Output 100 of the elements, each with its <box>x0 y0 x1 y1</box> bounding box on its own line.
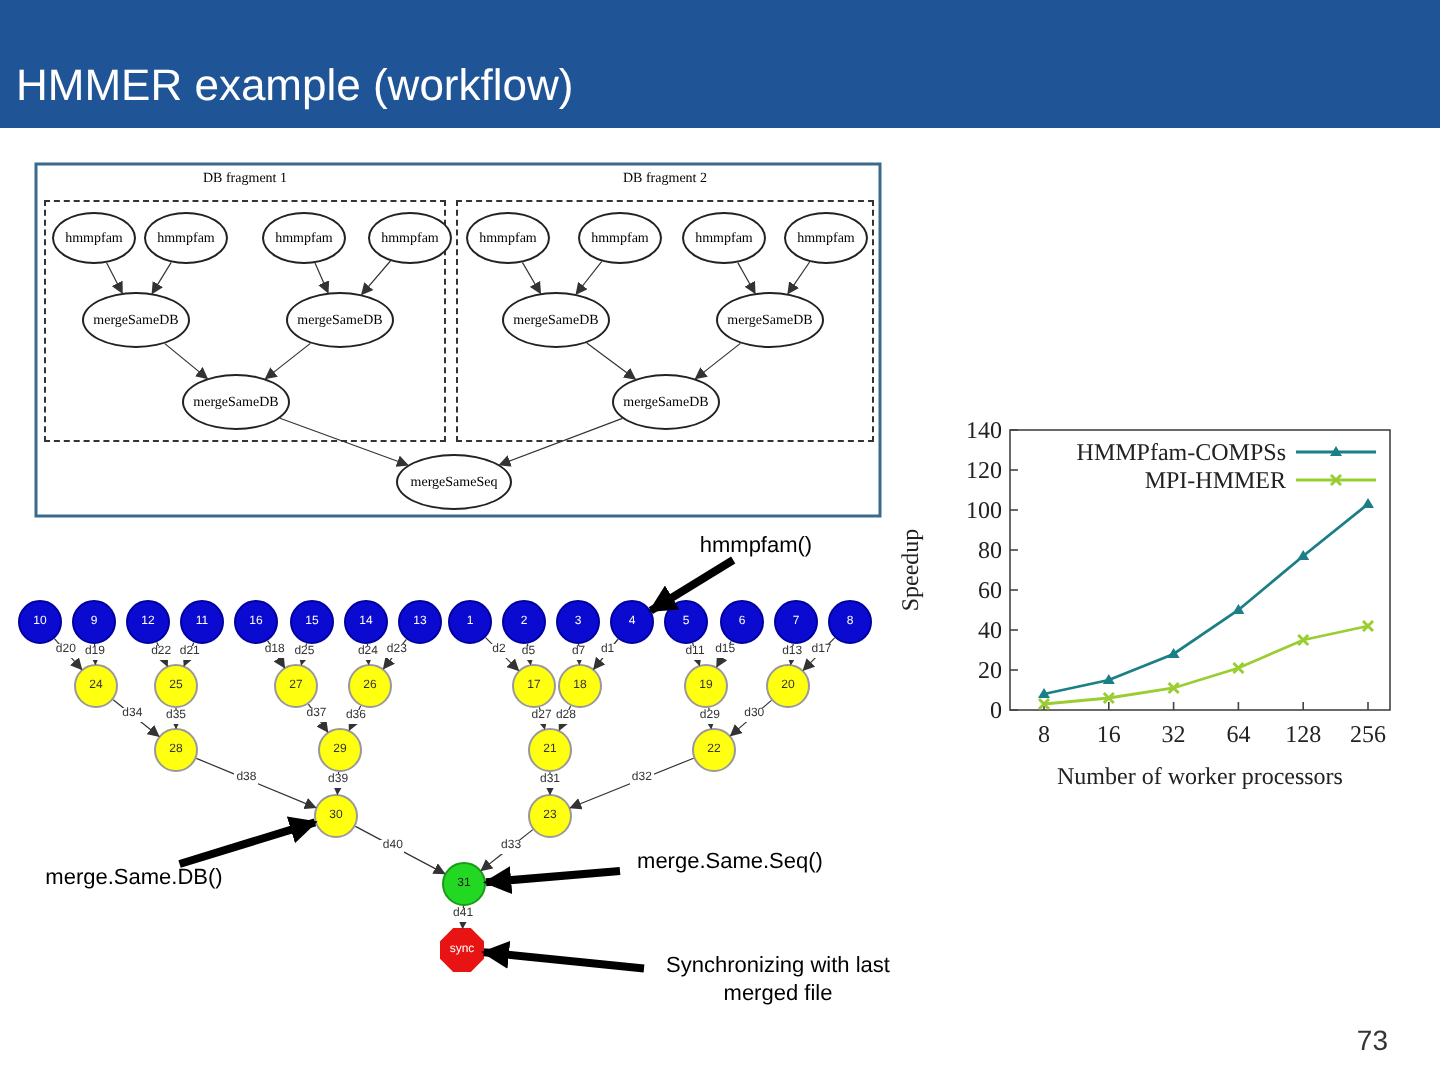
task-ellipse <box>716 292 824 348</box>
tick-label: 20 <box>978 656 1002 684</box>
task-node-circle <box>348 664 392 708</box>
arrow <box>802 637 836 672</box>
page-number: 73 <box>1356 1024 1388 1056</box>
tick-label: 32 <box>1161 720 1186 748</box>
arrow <box>593 638 619 670</box>
task-node-circle <box>154 664 198 708</box>
task-node-circle <box>610 600 654 644</box>
task-node-circle <box>692 728 736 772</box>
arrow <box>195 757 317 810</box>
tick-label: 100 <box>966 496 1002 524</box>
arrow <box>737 262 756 295</box>
task-ellipse <box>144 212 228 264</box>
task-ellipse <box>784 212 868 264</box>
task-ellipse <box>578 212 662 264</box>
arrow <box>569 757 695 810</box>
arrow <box>106 262 123 295</box>
task-node-circle <box>274 664 318 708</box>
task-ellipse <box>262 212 346 264</box>
task-ellipse <box>502 292 610 348</box>
callout-arrow <box>178 816 318 868</box>
task-node-circle <box>528 728 572 772</box>
tick-label: 40 <box>978 616 1002 644</box>
task-node-circle <box>558 664 602 708</box>
task-node-circle <box>442 862 486 906</box>
task-node-circle <box>154 728 198 772</box>
task-node-circle <box>448 600 492 644</box>
arrow <box>586 342 637 380</box>
arrow <box>523 643 535 666</box>
legend-label: HMMPfam-COMPSs <box>1076 438 1286 466</box>
task-node-circle <box>502 600 546 644</box>
arrow <box>279 417 409 467</box>
tick-label: 120 <box>966 456 1002 484</box>
arrow <box>521 261 541 295</box>
arrow <box>716 640 732 668</box>
callout-text: Synchronizing with last merged file <box>644 952 912 1012</box>
arrow <box>164 343 209 380</box>
tick-label: 60 <box>978 576 1002 604</box>
task-node-circle <box>234 600 278 644</box>
task-node-circle <box>290 600 334 644</box>
callout-arrow <box>481 940 645 973</box>
task-node-circle <box>556 600 600 644</box>
tick-label: 80 <box>978 536 1002 564</box>
arrow <box>182 641 195 667</box>
callout-text: merge.Same.Seq() <box>620 848 840 876</box>
task-node-circle <box>766 664 810 708</box>
task-node-circle <box>664 600 708 644</box>
arrow <box>572 643 585 666</box>
task-ellipse <box>52 212 136 264</box>
arrow <box>480 829 534 872</box>
task-node-circle <box>318 728 362 772</box>
slide-title: HMMER example (workflow) <box>16 60 574 112</box>
arrow <box>558 705 572 732</box>
arrow <box>267 640 286 669</box>
axis-title: Number of worker processors <box>1057 762 1343 790</box>
tick-label: 8 <box>1038 720 1050 748</box>
task-ellipse <box>182 374 290 430</box>
arrow <box>156 641 169 667</box>
task-node-circle <box>512 664 556 708</box>
arrow <box>354 825 446 875</box>
arrow <box>151 261 172 295</box>
task-node-circle <box>18 600 62 644</box>
task-node-circle <box>126 600 170 644</box>
task-ellipse <box>82 292 190 348</box>
task-ellipse <box>368 212 452 264</box>
tick-label: 256 <box>1350 720 1386 748</box>
arrow <box>382 638 407 670</box>
tick-label: 0 <box>990 696 1002 724</box>
callout-arrow <box>483 866 621 895</box>
arrow <box>694 342 741 380</box>
task-node-circle <box>74 664 118 708</box>
task-node-circle <box>344 600 388 644</box>
task-node-circle <box>72 600 116 644</box>
tick-label: 64 <box>1226 720 1251 748</box>
task-node-circle <box>528 794 572 838</box>
arrow <box>361 260 391 296</box>
task-ellipse <box>612 374 720 430</box>
task-ellipse <box>396 454 512 510</box>
task-node-circle <box>180 600 224 644</box>
arrow <box>314 262 330 294</box>
task-ellipse <box>682 212 766 264</box>
callout-text: merge.Same.DB() <box>28 864 240 892</box>
task-ellipse <box>466 212 550 264</box>
arrow <box>498 417 623 467</box>
tick-label: 128 <box>1285 720 1322 748</box>
arrow <box>264 342 311 380</box>
legend-label: MPI-HMMER <box>1144 466 1286 494</box>
arrow <box>575 260 603 295</box>
task-node-circle <box>828 600 872 644</box>
task-node-circle <box>684 664 728 708</box>
tick-label: 140 <box>966 416 1002 444</box>
task-node-circle <box>398 600 442 644</box>
tick-label: 16 <box>1096 720 1121 748</box>
arrow <box>787 261 811 295</box>
callout-arrow <box>648 556 736 614</box>
task-node-circle <box>720 600 764 644</box>
axis-title: Speedup <box>896 528 924 612</box>
callout-text: hmmpfam() <box>680 532 832 560</box>
task-node-circle <box>314 794 358 838</box>
